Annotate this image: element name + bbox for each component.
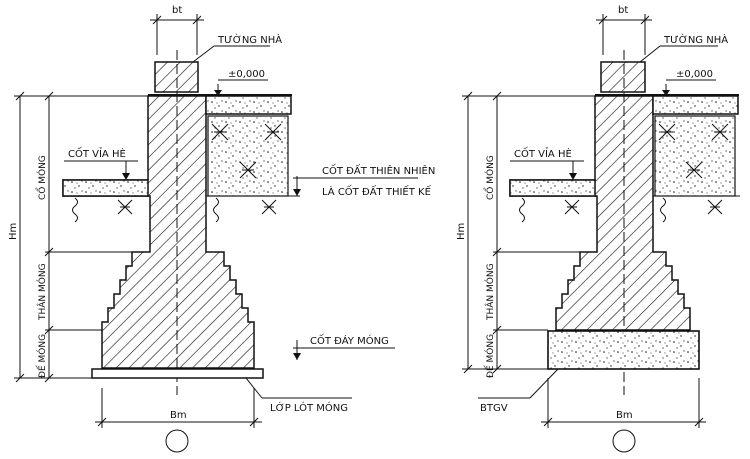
left-bottom-level-label: CỐT ĐÁY MÓNG xyxy=(293,333,395,360)
right-curb-label: CỐT VỈA HÈ xyxy=(514,146,572,160)
right-axis-circle xyxy=(612,429,636,453)
left-wall-label: TƯỜNG NHÀ xyxy=(217,33,282,46)
left-sidewalk-slab xyxy=(62,179,149,197)
right-soil-symbol-1 xyxy=(519,197,525,223)
right-bm-label: Bm xyxy=(616,410,633,421)
right-soil-cross-marks xyxy=(564,123,729,215)
right-bm-dimension: Bm xyxy=(541,378,706,453)
right-foundation-body xyxy=(509,95,691,331)
left-fill-soil xyxy=(207,115,289,197)
right-wall-label: TƯỜNG NHÀ xyxy=(663,33,728,46)
right-fill-soil xyxy=(654,115,736,197)
right-base-label: ĐẾ MÓNG xyxy=(484,334,496,378)
left-height-dimension: Hm CỔ MÓNG THÂN MÓNG ĐẾ MÓNG xyxy=(8,91,150,383)
left-bm-dimension: Bm xyxy=(95,388,262,453)
left-bt-dimension: bt xyxy=(150,5,204,55)
right-foundation-drawing: bt ±0,000 TƯỜNG NHÀ CỐT V xyxy=(456,5,740,453)
left-floor-slab xyxy=(205,95,292,115)
left-hm-label: Hm xyxy=(8,223,19,240)
right-level-marker: ±0,000 xyxy=(662,69,716,96)
left-level-label: ±0,000 xyxy=(228,69,265,80)
left-lining-layer xyxy=(91,368,264,379)
left-soil-symbol-1 xyxy=(72,197,78,223)
left-ground-level-label: CỐT ĐẤT THIÊN NHIÊN LÀ CỐT ĐẤT THIẾT KẾ xyxy=(293,163,435,198)
left-ground-label-1: CỐT ĐẤT THIÊN NHIÊN xyxy=(322,163,435,177)
left-axis-circle xyxy=(165,429,189,453)
right-level-label: ±0,000 xyxy=(676,69,713,80)
right-bt-dimension: bt xyxy=(596,5,652,55)
left-lining-label: LỚP LÓT MÓNG xyxy=(270,401,348,414)
right-body-label: THÂN MÓNG xyxy=(484,263,496,321)
right-wall-block xyxy=(600,61,646,93)
left-level-marker: ±0,000 xyxy=(214,69,268,96)
left-bm-label: Bm xyxy=(170,410,187,421)
left-base-label: ĐẾ MÓNG xyxy=(36,334,48,378)
right-bt-label: bt xyxy=(618,5,628,16)
left-body-label: THÂN MÓNG xyxy=(36,263,48,321)
right-soil-symbol-2 xyxy=(660,197,666,223)
left-bt-label: bt xyxy=(172,5,182,16)
right-neck-label: CỔ MÓNG xyxy=(483,155,496,200)
left-curb-label: CỐT VỈA HÈ xyxy=(68,146,126,160)
left-foundation-drawing: bt xyxy=(8,5,435,453)
right-hm-label: Hm xyxy=(456,223,467,240)
right-height-dimension: Hm CỔ MÓNG THÂN MÓNG ĐẾ MÓNG xyxy=(456,91,597,378)
left-bottom-level-text: CỐT ĐÁY MÓNG xyxy=(310,333,389,347)
left-neck-label: CỔ MÓNG xyxy=(35,155,48,200)
left-soil-symbol-2 xyxy=(213,197,219,223)
right-sidewalk-slab xyxy=(509,179,596,197)
right-floor-slab xyxy=(652,95,739,115)
left-soil-cross-marks xyxy=(117,123,282,215)
right-concrete-base xyxy=(547,330,700,370)
right-btgv-label: BTGV xyxy=(480,403,508,414)
left-ground-label-2: LÀ CỐT ĐẤT THIẾT KẾ xyxy=(322,184,432,198)
